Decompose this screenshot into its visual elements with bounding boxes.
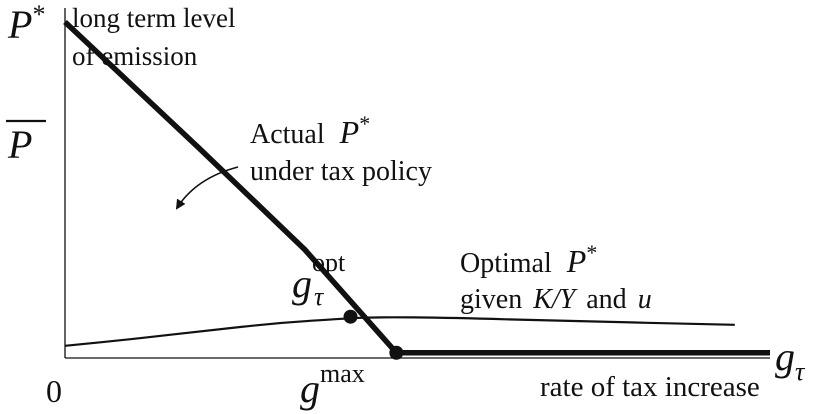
x-axis-symbol: gτ: [775, 334, 806, 386]
annotation-arrow: [175, 166, 239, 210]
y-axis-label-line2: of emission: [72, 41, 198, 71]
x-axis-label: rate of tax increase: [540, 371, 760, 403]
annotation-actual-line2: under tax policy: [250, 156, 432, 187]
annotation-optimal-line1: Optimal P*: [460, 240, 597, 279]
y-axis-symbol: P*: [7, 0, 45, 47]
y-tick-pbar: P: [7, 122, 32, 167]
series-line-optimal: [64, 316, 736, 347]
x-tick-gmax: gmax: [300, 359, 365, 411]
x-tick-origin: 0: [46, 373, 62, 409]
annotation-optimal-line2: given K/Y and u: [460, 284, 652, 315]
annotation-actual-line1: Actual P*: [250, 111, 370, 150]
annotation-g-opt: gopt: [292, 248, 346, 306]
annotation-g-opt-sub: τ: [314, 282, 325, 311]
marker-g-opt: [343, 309, 358, 324]
marker-g-max: [389, 345, 404, 360]
series-line-actual: [63, 19, 770, 356]
y-axis-label-line1: long term level: [72, 3, 235, 33]
